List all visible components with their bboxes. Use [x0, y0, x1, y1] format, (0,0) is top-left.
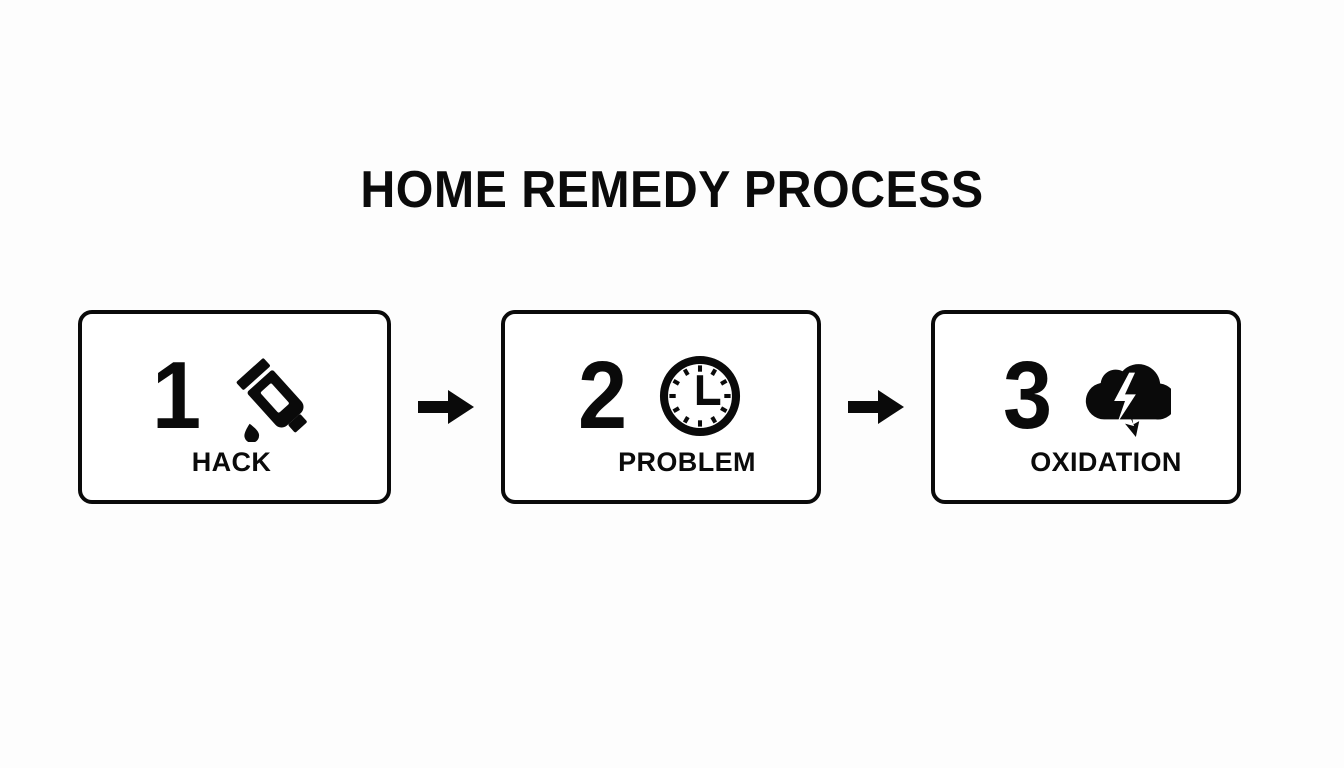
process-step-card-2[interactable]: 2 [501, 310, 821, 504]
page-title: HOME REMEDY PROCESS [360, 161, 984, 219]
storm-cloud-lightning-icon [1079, 350, 1171, 442]
arrow-right-icon-1 [391, 309, 501, 505]
ointment-tube-drop-icon [227, 350, 319, 442]
step-1-content: 1 [82, 341, 387, 449]
step-2-number: 2 [578, 341, 627, 449]
step-2-content: 2 [505, 341, 817, 449]
process-step-card-1[interactable]: 1 [78, 310, 391, 504]
arrow-right-icon-2 [821, 309, 931, 505]
process-step-card-3[interactable]: 3 OXIDATION [931, 310, 1241, 504]
process-flow: 1 [78, 309, 1241, 505]
step-1-label: HACK [191, 447, 272, 477]
step-3-number: 3 [1003, 341, 1052, 449]
clock-icon [654, 350, 746, 442]
step-3-label: OXIDATION [1030, 447, 1182, 477]
step-2-label: PROBLEM [618, 447, 756, 477]
step-3-content: 3 [935, 341, 1237, 449]
step-1-number: 1 [151, 341, 201, 449]
